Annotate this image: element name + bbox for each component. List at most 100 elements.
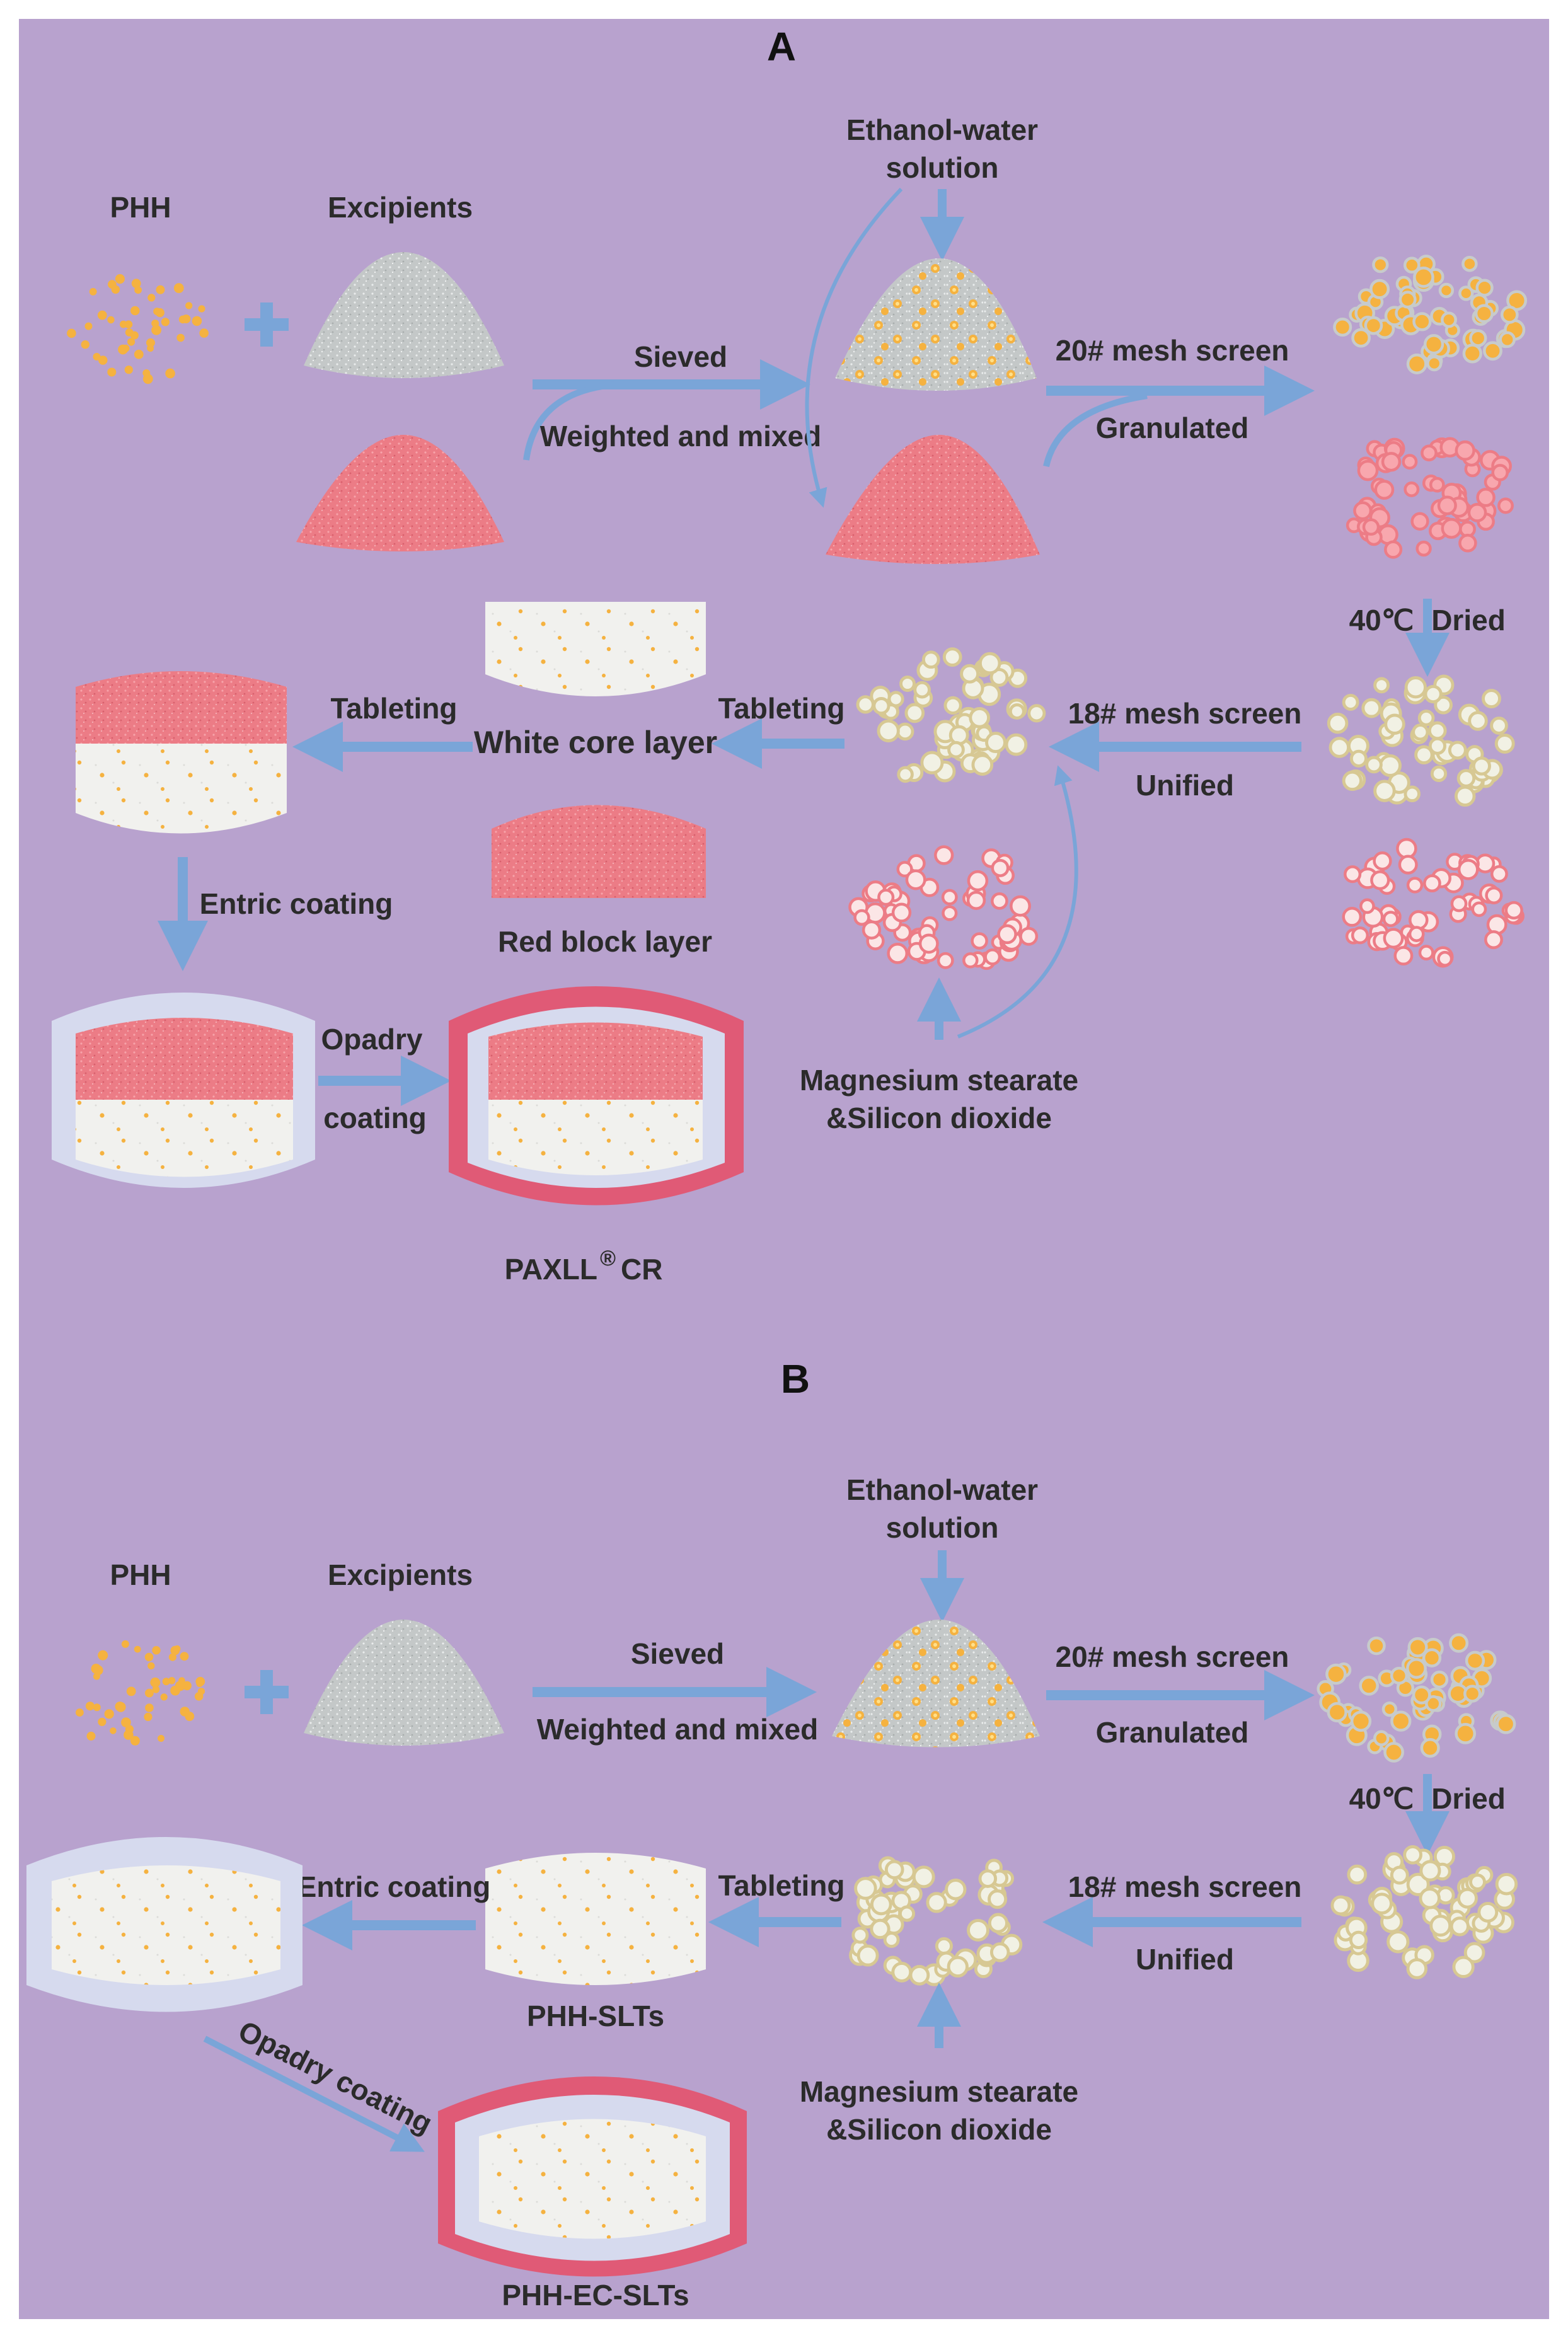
particle	[1454, 785, 1476, 807]
particle	[1373, 780, 1396, 802]
particle	[147, 1662, 155, 1670]
particle	[155, 308, 164, 318]
particle	[1484, 930, 1503, 950]
particle	[1458, 534, 1477, 553]
particle	[1333, 318, 1352, 337]
temp-label-b: 40℃	[1349, 1782, 1414, 1815]
particle	[967, 1918, 989, 1942]
particle	[1010, 895, 1031, 917]
particle	[1361, 698, 1382, 718]
ethanol-label-b: Ethanol-water	[846, 1473, 1038, 1506]
particle	[120, 320, 127, 328]
particle	[1417, 709, 1435, 727]
particle	[110, 1727, 117, 1734]
particle	[851, 1926, 869, 1944]
particle	[1482, 689, 1501, 709]
particle	[199, 328, 209, 338]
particle	[1383, 928, 1404, 949]
plus-icon-a	[245, 302, 289, 347]
particle	[1426, 355, 1443, 372]
particle	[988, 1913, 1008, 1933]
particle	[1351, 926, 1369, 945]
excipient-heap-grey-a	[304, 252, 504, 378]
particle	[1441, 517, 1462, 539]
particle	[93, 1665, 103, 1676]
white-core-layer-label: White core layer	[474, 725, 717, 760]
particle	[1485, 886, 1503, 904]
particle	[1438, 282, 1455, 299]
particle	[1381, 1701, 1398, 1717]
phh-ec-slts-label: PHH-EC-SLTs	[502, 2279, 689, 2312]
particle	[1390, 1666, 1409, 1685]
particle	[898, 1905, 916, 1922]
particle	[926, 1892, 947, 1913]
mesh20-label-a: 20# mesh screen	[1056, 334, 1289, 367]
particle	[81, 340, 89, 349]
particle	[125, 1725, 134, 1734]
particle	[1019, 926, 1039, 946]
particle	[1005, 733, 1028, 756]
particle	[1419, 1887, 1441, 1909]
particle	[1329, 737, 1351, 758]
particle	[67, 328, 76, 338]
tableting-label-left-a: Tableting	[330, 692, 457, 725]
particle	[76, 1708, 84, 1717]
particle	[909, 1964, 930, 1986]
particle	[134, 1645, 141, 1653]
particle	[144, 1652, 154, 1662]
ethanol-label-a: Ethanol-water	[846, 113, 1038, 146]
particle	[1462, 343, 1482, 364]
particle	[942, 647, 962, 667]
particle	[175, 1681, 185, 1691]
particle	[1409, 910, 1429, 930]
particle	[198, 305, 205, 313]
particle	[877, 889, 895, 906]
particle	[856, 1944, 879, 1967]
silicon-dioxide-label-a: &Silicon dioxide	[826, 1102, 1052, 1134]
particle	[1408, 926, 1425, 942]
particle	[856, 695, 875, 714]
particle	[1390, 1865, 1409, 1885]
particle	[1448, 740, 1467, 760]
particle	[1381, 452, 1402, 472]
particle	[942, 905, 958, 921]
particle	[165, 368, 175, 379]
particle	[1406, 1658, 1427, 1679]
mesh20-label-b: 20# mesh screen	[1056, 1640, 1289, 1673]
particle	[1412, 1685, 1431, 1705]
excipients-label-a: Excipients	[328, 191, 473, 224]
particle	[887, 943, 909, 964]
wet-granules-b	[1317, 1633, 1516, 1763]
particle	[1418, 945, 1434, 961]
particle	[943, 696, 962, 715]
particle	[1402, 454, 1418, 470]
particle	[180, 1652, 189, 1661]
particle	[904, 703, 925, 723]
particle	[1430, 765, 1448, 782]
particle	[124, 366, 133, 374]
particle	[967, 870, 989, 892]
particle	[1406, 1958, 1428, 1979]
particle	[1463, 1684, 1482, 1703]
particle	[156, 285, 165, 294]
temp-label-a: 40℃	[1349, 604, 1414, 636]
particle	[1450, 1916, 1470, 1937]
particle	[1491, 464, 1509, 481]
particle	[918, 933, 939, 954]
product-suffix-cr: CR	[621, 1253, 662, 1286]
particle	[945, 1879, 967, 1901]
final-tablet-paxll	[449, 986, 744, 1206]
particle	[1344, 865, 1362, 884]
particle	[130, 1736, 140, 1746]
particle	[97, 310, 107, 320]
particle	[947, 740, 965, 759]
particle	[1325, 1663, 1347, 1685]
particle	[989, 1942, 1010, 1962]
particle	[1456, 769, 1476, 788]
particle	[937, 952, 954, 969]
particle	[107, 367, 117, 377]
coating-label-a: coating	[323, 1102, 427, 1134]
particle	[162, 1678, 170, 1686]
bilayer-tablet-a	[76, 671, 287, 834]
particle	[1472, 756, 1491, 776]
